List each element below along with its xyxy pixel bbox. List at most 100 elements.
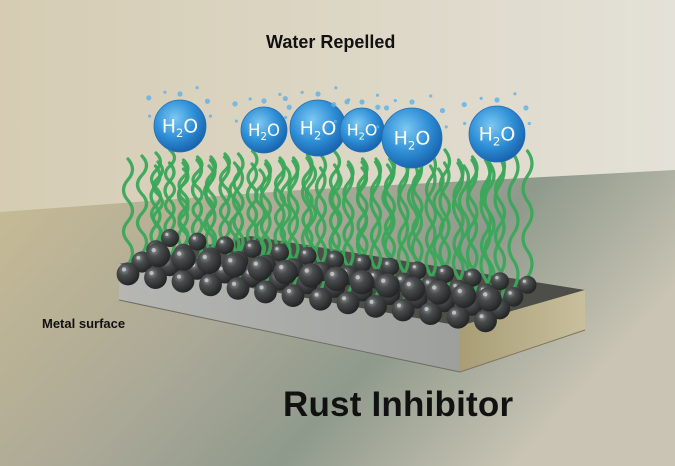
splash-droplet [409,99,415,105]
head-highlight [451,310,457,315]
hydrocarbon-chain-icon [493,152,507,276]
head-highlight [412,265,416,269]
head-highlight [508,291,512,295]
polar-head-icon [196,249,222,274]
splash-droplet [146,95,152,101]
polar-head-icon [326,250,344,269]
hydrocarbon-chain-icon [314,153,328,266]
polar-head-icon [446,305,470,329]
polar-head-icon [281,284,305,307]
polar-head-icon [408,261,427,280]
head-highlight [202,254,207,260]
head-highlight [253,261,258,266]
splash-droplet [513,92,517,96]
head-highlight [151,247,156,253]
polar-head-icon [477,287,502,312]
head-highlight [165,232,169,237]
head-highlight [467,272,471,276]
polar-head-icon [375,273,400,298]
splash-droplet [204,98,211,104]
hydrocarbon-chain-icon [451,161,465,310]
hydrocarbon-chain-icon [355,166,369,274]
head-highlight [432,285,437,290]
splash-droplet [278,92,282,96]
splash-droplet [375,104,381,110]
water-sphere [153,99,207,153]
water-sphere [468,105,526,163]
polar-head-icon [116,262,140,286]
splash-droplet [195,86,199,90]
polar-head-icon [171,269,195,293]
polar-head-icon [216,236,234,255]
head-highlight [495,275,499,280]
splash-droplet [284,115,288,120]
polar-head-icon [161,229,179,247]
polar-head-icon [145,242,171,268]
head-highlight [453,283,457,288]
hydrocarbon-chain-icon [202,164,216,254]
hydrocarbon-chain-icon [424,151,438,280]
metal-block-side [460,290,585,372]
head-highlight [177,251,182,256]
hydrocarbon-chain-icon [369,157,383,273]
head-highlight [275,247,279,251]
hydrocarbon-chain-icon [151,160,165,247]
hydrocarbon-chain-icon [301,153,314,251]
polar-heads [116,229,537,333]
hydrocarbon-chain-icon [287,156,300,262]
head-highlight [304,268,309,273]
head-highlight [355,275,360,280]
splash-droplet [429,94,433,98]
splash-droplet [479,96,483,100]
splash-droplet [163,90,167,94]
hydrocarbon-chain-icon [342,160,355,269]
hydrocarbon-chain-icon [121,157,135,267]
h2o-formula: H2O [347,121,378,143]
polar-head-icon [436,265,454,283]
splash-droplet [393,98,397,103]
metal-block-edge [459,329,586,373]
h2o-formula: H2O [248,121,280,143]
head-highlight [396,303,402,308]
hydrocarbon-chain-icon [397,154,410,277]
head-highlight [279,264,284,270]
h2o-formula: H2O [162,117,198,141]
hydrocarbon-chain-icon [457,164,471,288]
polar-head-icon [188,232,207,251]
polar-head-icon [381,257,399,276]
hydrocarbon-chain-icon [218,152,232,240]
head-highlight [406,281,411,287]
hydrocarbon-chain-icon [259,159,273,259]
splash-droplet [463,121,467,126]
splash-droplet [286,104,292,110]
hydrocarbon-chain-icon [356,157,369,258]
head-highlight [479,314,484,319]
head-highlight [218,266,223,271]
head-highlight [228,258,233,263]
polar-head-icon [243,239,262,258]
hydrocarbon-chain-icon [253,168,267,260]
h2o-formula: H2O [394,128,431,153]
splash-droplet [523,105,529,111]
polar-head-icon [271,243,289,262]
hydrocarbon-chain-icon [279,165,292,264]
water-molecule-icon [375,94,448,169]
polar-head-icon [309,287,332,311]
splash-droplet [375,93,380,97]
head-highlight [483,292,488,297]
head-highlight [192,236,196,240]
head-highlight [522,279,526,283]
water-sphere [240,106,288,154]
polar-head-icon [451,283,477,308]
splash-droplet [315,91,321,97]
head-highlight [176,274,182,279]
hydrocarbon-chain-icon [507,152,520,291]
polar-head-icon [324,266,349,291]
hydrocarbon-chain-icon [438,148,452,269]
head-highlight [424,306,429,312]
head-highlight [136,255,141,260]
head-highlight [286,288,292,294]
head-highlight [341,296,347,301]
polar-head-icon [391,298,415,322]
